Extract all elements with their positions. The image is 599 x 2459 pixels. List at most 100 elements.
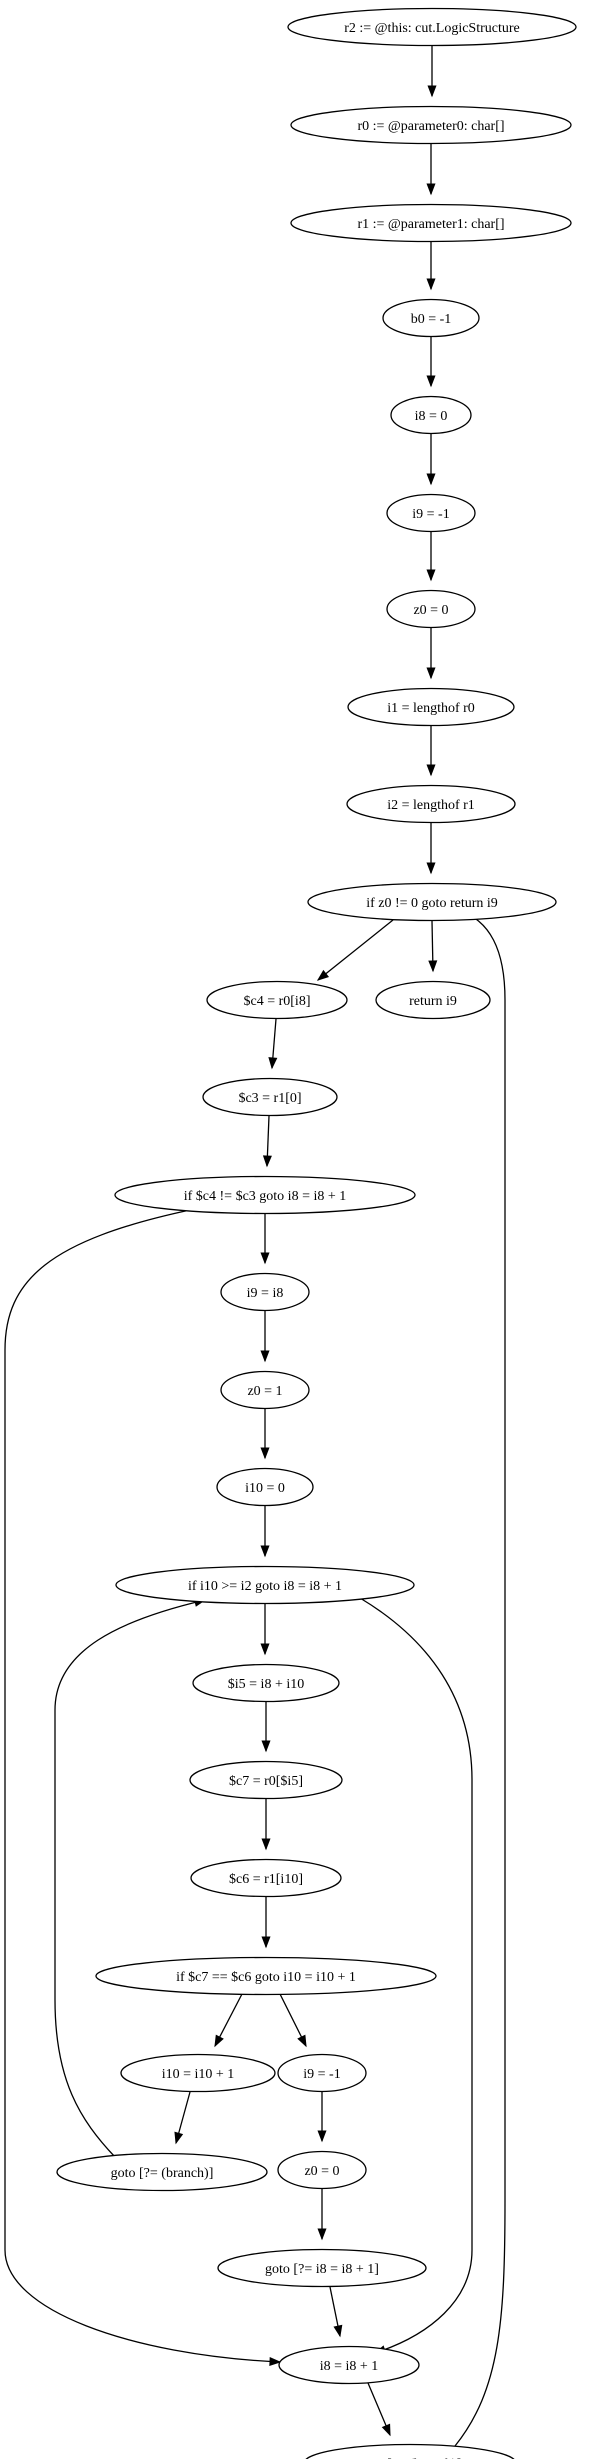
graph-node: if z0 != 0 goto return i9 [307, 882, 557, 922]
arrowhead [317, 2130, 327, 2143]
node-ellipse [305, 2443, 515, 2459]
graph-node: i8 = i8 + 1 [278, 2345, 420, 2385]
node-ellipse [375, 980, 491, 1020]
node-ellipse [192, 1663, 340, 1703]
edge-n17-n18 [260, 1604, 270, 1656]
edge-n25-n26 [317, 2189, 327, 2241]
graph-node: i9 = -1 [386, 493, 476, 533]
node-label: z0 = 0 [304, 2164, 339, 2179]
edge-n13-n14 [260, 1214, 270, 1265]
graph-nodes: r2 := @this: cut.LogicStructure r0 := @pa… [56, 7, 577, 2459]
node-label: r1 := @parameter1: char[] [357, 217, 504, 232]
arrowhead [426, 569, 436, 582]
node-ellipse [220, 1272, 310, 1312]
node-ellipse [287, 7, 577, 47]
node-ellipse [206, 980, 348, 1020]
node-label: i9 = i8 [247, 1286, 284, 1301]
graph-edges [4, 46, 506, 2447]
graph-node: $c3 = r1[0] [202, 1077, 338, 1117]
graph-node: i8 = 0 [390, 395, 472, 435]
arrowhead [297, 2034, 307, 2048]
graph-node: i9 = -1 [277, 2053, 367, 2093]
arrowhead [269, 2356, 282, 2367]
edge-n26-n27 [329, 2286, 343, 2338]
node-label: i1 = lengthof r0 [387, 701, 475, 716]
arrowhead [426, 375, 436, 388]
arrowhead [174, 2131, 184, 2145]
node-ellipse [277, 2053, 367, 2093]
node-label: $c4 = r0[i8] [244, 994, 311, 1009]
edge-n28-n9 [454, 908, 506, 2447]
graph-node: if $c4 != $c3 goto i8 = i8 + 1 [114, 1175, 416, 1215]
node-label: $c7 = r0[$i5] [229, 1774, 303, 1789]
arrowhead [381, 2423, 391, 2437]
node-ellipse [189, 1760, 343, 1800]
arrowhead [316, 969, 330, 981]
arrowhead [261, 1936, 271, 1949]
arrowhead [426, 862, 436, 875]
node-ellipse [347, 687, 515, 727]
graph-node: i10 = 0 [216, 1467, 314, 1507]
node-ellipse [95, 1956, 437, 1996]
edge-n0-n1 [427, 46, 437, 98]
edge-n10-n12 [268, 1018, 278, 1070]
node-label: i8 = 0 [415, 409, 448, 424]
node-label: i10 = 0 [245, 1481, 285, 1496]
arrowhead [426, 183, 436, 196]
graph-node: goto [?= (branch)] [56, 2152, 268, 2192]
edge-n19-n20 [261, 1799, 271, 1851]
arrowhead [333, 2324, 343, 2338]
edge-n2-n3 [426, 242, 436, 291]
node-ellipse [386, 493, 476, 533]
edge-n27-n28 [367, 2382, 391, 2437]
node-ellipse [386, 589, 476, 629]
graph-node: i2 = lengthof r1 [346, 784, 516, 824]
arrowhead [428, 960, 438, 973]
edge-n6-n7 [426, 628, 436, 680]
graph-node: return i9 [375, 980, 491, 1020]
arrowhead [317, 2228, 327, 2241]
node-label: $c6 = r1[i10] [229, 1872, 303, 1887]
arrowhead [260, 1545, 270, 1558]
graph-node: z0 = 0 [277, 2150, 367, 2190]
edge-n15-n16 [260, 1409, 270, 1460]
edge-n16-n17 [260, 1506, 270, 1558]
edge-n9-n10 [316, 919, 394, 981]
edge-n21-n23 [279, 1993, 307, 2048]
graph-node: goto [?= i8 = i8 + 1] [217, 2248, 427, 2288]
node-ellipse [115, 1565, 415, 1605]
arrowhead [268, 1057, 278, 1070]
graph-node: r0 := @parameter0: char[] [290, 105, 572, 145]
graph-node: $c7 = r0[$i5] [189, 1760, 343, 1800]
edge-n18-n19 [261, 1702, 271, 1753]
graph-node: r1 := @parameter1: char[] [290, 203, 572, 243]
node-label: i10 = i10 + 1 [162, 2067, 235, 2082]
arrowhead [427, 85, 437, 98]
node-ellipse [278, 2345, 420, 2385]
edge-n4-n5 [426, 434, 436, 486]
graph-node: b0 = -1 [382, 298, 480, 338]
edge-n1-n2 [426, 144, 436, 196]
node-ellipse [220, 1370, 310, 1410]
edge-n22-n24 [174, 2091, 191, 2145]
graph-node: i10 = i10 + 1 [120, 2053, 276, 2093]
graph-node: r2 := @this: cut.LogicStructure [287, 7, 577, 47]
node-label: z0 = 1 [247, 1384, 282, 1399]
node-label: goto [?= (branch)] [111, 2166, 214, 2181]
node-label: i2 = lengthof r1 [387, 798, 475, 813]
node-ellipse [307, 882, 557, 922]
arrowhead [426, 667, 436, 680]
node-label: $c3 = r1[0] [238, 1091, 301, 1106]
edge-n7-n8 [426, 726, 436, 777]
node-label: b0 = -1 [411, 312, 452, 327]
graph-node: i1 = lengthof r0 [347, 687, 515, 727]
arrowhead [261, 1740, 271, 1753]
arrowhead [426, 764, 436, 777]
node-label: r2 := @this: cut.LogicStructure [344, 21, 520, 36]
edge-n3-n4 [426, 337, 436, 388]
node-ellipse [277, 2150, 367, 2190]
arrowhead [426, 473, 436, 486]
node-ellipse [120, 2053, 276, 2093]
graph-node: if $c7 == $c6 goto i10 = i10 + 1 [95, 1956, 437, 1996]
